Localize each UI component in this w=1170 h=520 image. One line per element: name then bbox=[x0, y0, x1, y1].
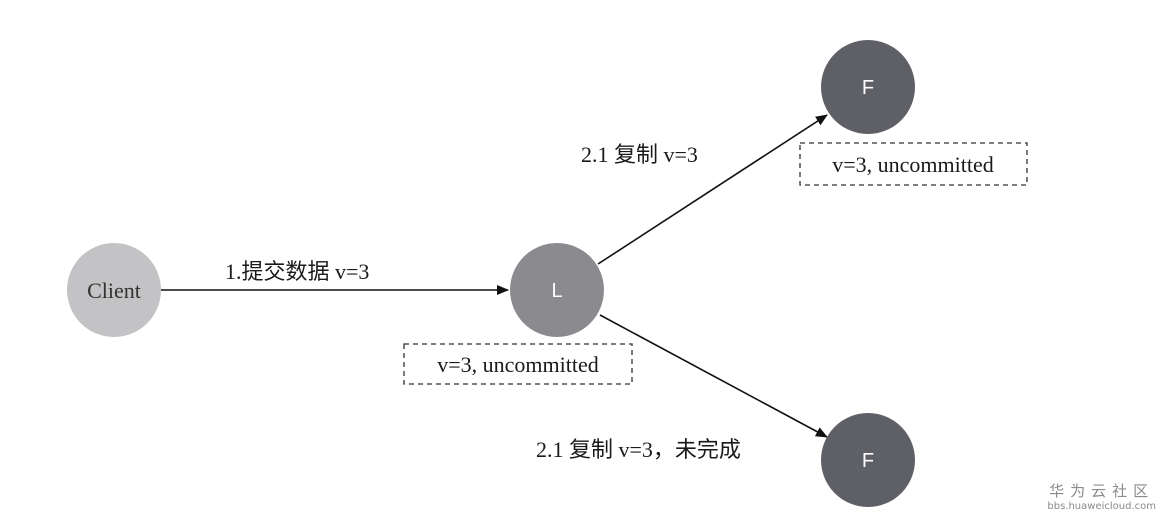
follower-bottom-node-label: F bbox=[862, 450, 874, 472]
follower-bottom-circle bbox=[821, 413, 915, 507]
leader-node: L bbox=[510, 243, 604, 337]
watermark-title: 华为云社区 bbox=[1049, 482, 1155, 500]
follower-bottom-node: F bbox=[821, 413, 915, 507]
replicate-bottom-arrow bbox=[599, 314, 828, 438]
leader-node-label: L bbox=[551, 280, 562, 302]
leader-circle bbox=[510, 243, 604, 337]
follower-top-state-box bbox=[799, 142, 1028, 186]
replicate-top-arrow bbox=[597, 114, 828, 265]
leader-state-text: v=3, uncommitted bbox=[437, 352, 599, 377]
submit-edge-label: 1.提交数据 v=3 bbox=[225, 259, 369, 284]
client-node: Client bbox=[67, 243, 161, 337]
replicate-top-edge-label: 2.1 复制 v=3 bbox=[581, 142, 698, 167]
follower-top-state-text: v=3, uncommitted bbox=[832, 152, 994, 177]
follower-top-state: v=3, uncommitted bbox=[799, 142, 1028, 186]
leader-state-box bbox=[403, 343, 633, 385]
watermark: 华为云社区 bbs.huaweicloud.com bbox=[1047, 480, 1156, 512]
client-node-label: Client bbox=[87, 278, 141, 303]
replicate-bottom-edge-label: 2.1 复制 v=3，未完成 bbox=[536, 437, 741, 462]
follower-top-circle bbox=[821, 40, 915, 134]
client-circle bbox=[67, 243, 161, 337]
watermark-url: bbs.huaweicloud.com bbox=[1047, 501, 1156, 512]
follower-top-node: F bbox=[821, 40, 915, 134]
follower-top-node-label: F bbox=[862, 77, 874, 99]
leader-state: v=3, uncommitted bbox=[403, 343, 633, 385]
